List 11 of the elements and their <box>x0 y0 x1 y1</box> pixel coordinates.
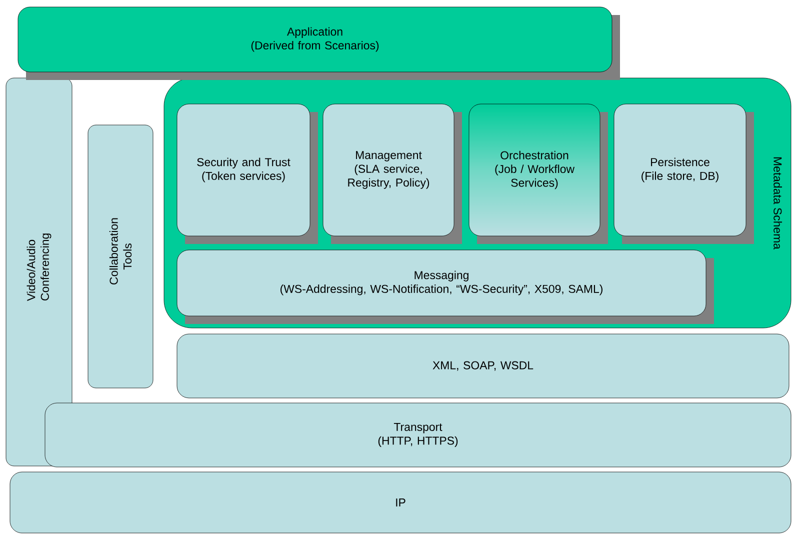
vertical-box: Video/Audio Conferencing <box>6 78 72 466</box>
layer-box: XML, SOAP, WSDL <box>176 334 790 398</box>
service-box: Security and Trust (Token services) <box>176 104 318 244</box>
application-box: Application (Derived from Scenarios) <box>18 6 620 80</box>
service-box: Orchestration (Job / Workflow Services) <box>468 104 608 244</box>
layer-box: Messaging (WS-Addressing, WS-Notification, “WS-Security”, X509, SAML) <box>176 250 714 324</box>
service-box: Persistence (File store, DB) <box>614 104 754 244</box>
vertical-box: Collaboration Tools <box>88 124 154 388</box>
layer-box: Transport (HTTP, HTTPS) <box>44 402 792 468</box>
service-box: Management (SLA service, Registry, Policy) <box>322 104 462 244</box>
layer-box: IP <box>10 472 792 534</box>
